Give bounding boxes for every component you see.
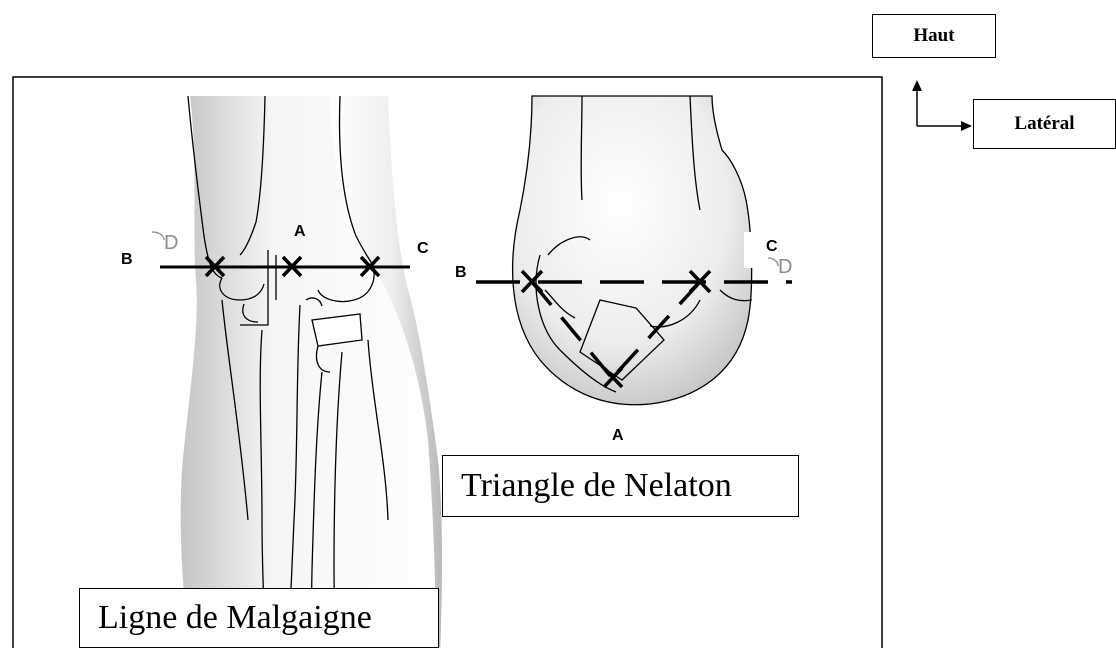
orientation-arrows <box>912 80 972 131</box>
knee-point-c-label: C <box>417 240 429 257</box>
up-direction-label: Haut <box>872 14 996 58</box>
arrow-right-icon <box>961 121 972 131</box>
knee-point-a-label: A <box>294 223 306 240</box>
arrow-up-icon <box>912 80 922 91</box>
nelaton-caption-text: Triangle de Nelaton <box>461 467 732 505</box>
malgaigne-caption-text: Ligne de Malgaigne <box>98 599 372 637</box>
up-direction-text: Haut <box>913 25 954 47</box>
nelaton-caption: Triangle de Nelaton <box>442 455 799 517</box>
lateral-direction-text: Latéral <box>1014 113 1074 135</box>
figure-frame <box>13 77 882 648</box>
elbow-figure: A B C D <box>455 96 792 444</box>
lateral-direction-label: Latéral <box>973 99 1116 149</box>
knee-marker-text: D <box>164 232 178 254</box>
elbow-point-c-label: C <box>766 238 778 255</box>
elbow-point-b-label: B <box>455 264 467 281</box>
elbow-marker-text: D <box>778 256 792 278</box>
elbow-point-a-label: A <box>612 427 624 444</box>
knee-silhouette <box>181 96 442 648</box>
knee-point-b-label: B <box>121 251 133 268</box>
malgaigne-caption: Ligne de Malgaigne <box>79 588 439 648</box>
knee-figure: A B C D <box>121 96 442 648</box>
